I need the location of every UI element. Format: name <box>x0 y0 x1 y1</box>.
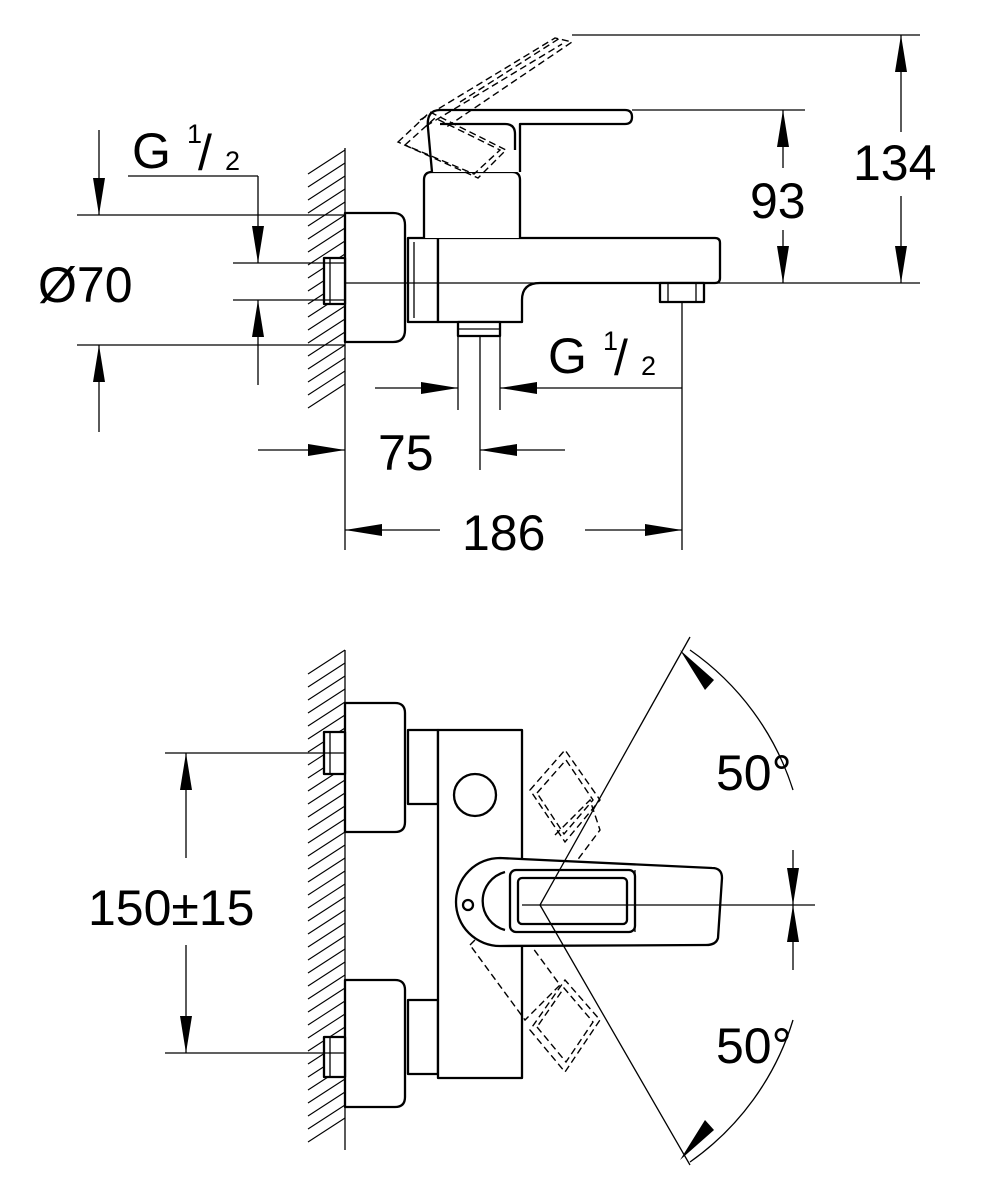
hatch-line <box>307 714 346 740</box>
thread-size-label-bottom: G 1 / 2 <box>548 326 656 386</box>
svg-text:G: G <box>548 328 587 384</box>
projection-label: 186 <box>462 505 545 561</box>
hatch-line <box>307 1104 346 1130</box>
hatch-line <box>307 948 346 974</box>
hatch-line <box>307 214 346 240</box>
lower-angle-label: 50° <box>716 1018 792 1074</box>
hatch-line <box>307 240 346 266</box>
hatch-line <box>307 922 346 948</box>
hatch-line <box>307 344 346 370</box>
thread-size-label-top: G 1 / 2 <box>132 119 240 181</box>
diameter-label: Ø70 <box>38 257 133 313</box>
hatch-line <box>307 318 346 344</box>
diverter-knob <box>452 772 498 818</box>
hatch-line <box>307 818 346 844</box>
valve-body-collar <box>406 236 440 324</box>
upper-angle-label: 50° <box>716 745 792 801</box>
lever-alternate-position <box>396 37 574 179</box>
hatch-line <box>307 805 346 831</box>
hatch-line <box>307 896 346 922</box>
hatch-line <box>307 935 346 961</box>
hatch-line <box>307 383 346 409</box>
spout-outlet <box>658 281 706 304</box>
mixer-body <box>436 236 722 324</box>
hatch-line <box>307 909 346 935</box>
hatch-line <box>307 370 346 396</box>
wall-connector <box>343 211 407 344</box>
hatch-line <box>307 201 346 227</box>
hatch-line <box>307 974 346 1000</box>
center-distance-label: 150±15 <box>88 880 254 936</box>
hatch-line <box>307 1117 346 1143</box>
hatch-line <box>307 331 346 357</box>
lever-handle <box>426 108 634 173</box>
svg-text:1: 1 <box>603 326 618 356</box>
outlet-distance-label: 75 <box>378 425 434 481</box>
hatch-line <box>307 175 346 201</box>
hatch-line <box>307 961 346 987</box>
hatch-line <box>307 779 346 805</box>
hatch-line <box>307 883 346 909</box>
hatch-line <box>307 227 346 253</box>
hatch-line <box>307 1091 346 1117</box>
connector-upper <box>343 701 407 834</box>
thread-connector <box>322 256 347 306</box>
svg-text:2: 2 <box>225 146 240 176</box>
svg-text:G: G <box>132 123 171 179</box>
connector-lower <box>343 978 407 1109</box>
side-view: G 1 / 2 Ø70 G 1 / 2 75 186 <box>38 34 936 561</box>
hatch-line <box>307 1013 346 1039</box>
hatch-line <box>307 357 346 383</box>
lever-column <box>422 170 522 238</box>
lever-window <box>508 868 637 934</box>
hatch-line <box>307 701 346 727</box>
hatch-line <box>307 1000 346 1026</box>
hatch-line <box>307 831 346 857</box>
hatch-line <box>307 688 346 714</box>
hatch-line <box>307 987 346 1013</box>
hatch-line <box>307 857 346 883</box>
svg-text:1: 1 <box>187 119 202 149</box>
hatch-line <box>307 305 346 331</box>
hatch-line <box>307 870 346 896</box>
lever-height-label: 93 <box>750 173 806 229</box>
hatch-line <box>307 675 346 701</box>
svg-text:/: / <box>198 125 212 181</box>
svg-text:2: 2 <box>641 351 656 381</box>
hatch-line <box>307 792 346 818</box>
total-height-label: 134 <box>853 135 936 191</box>
svg-text:/: / <box>614 330 628 386</box>
hatch-line <box>307 649 346 675</box>
hatch-line <box>307 188 346 214</box>
hatch-line <box>307 1078 346 1104</box>
hatch-line <box>307 844 346 870</box>
hatch-line <box>307 149 346 175</box>
hatch-line <box>307 162 346 188</box>
hatch-line <box>307 662 346 688</box>
lever-rotation-positions <box>469 748 601 1074</box>
top-view: 150±15 50° 50° <box>88 636 815 1166</box>
